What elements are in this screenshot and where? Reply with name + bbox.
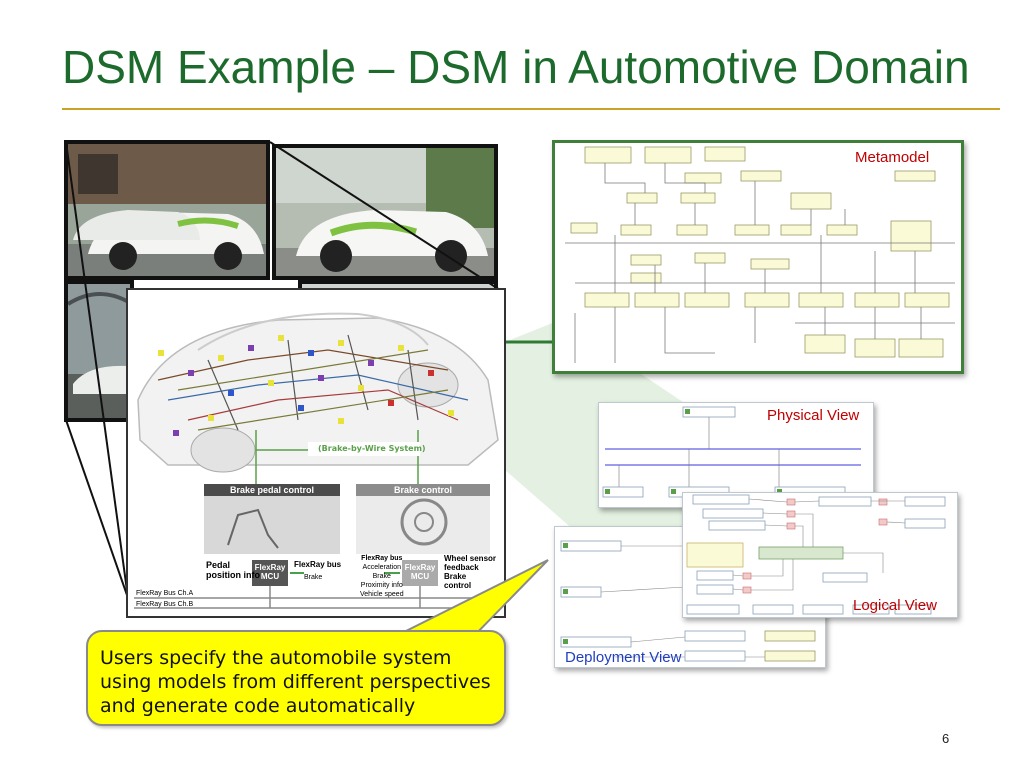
wheel-sensor-label: Wheel sensor feedback Brake control xyxy=(444,554,497,590)
logical-view-label: Logical View xyxy=(853,597,937,614)
deployment-view-graphic xyxy=(560,540,816,662)
title-underline xyxy=(62,108,1000,110)
car-diagram-graphic xyxy=(134,312,499,609)
brake-control-inputs: FlexRay bus Acceleration Brake Proximity… xyxy=(360,555,404,598)
brake-control-header: Brake control xyxy=(393,485,453,495)
page-number: 6 xyxy=(942,731,950,746)
slide-title: DSM Example – DSM in Automotive Domain xyxy=(62,41,970,93)
flexray-mcu-right: FlexRay MCU xyxy=(404,563,436,581)
callout-line-3: and generate code automatically xyxy=(100,695,416,717)
bus-a-label: FlexRay Bus Ch.A xyxy=(136,590,194,597)
metamodel-diagram: Metamodel xyxy=(552,140,964,374)
system-label: (Brake-by-Wire System) xyxy=(318,444,426,453)
physical-view-label: Physical View xyxy=(767,407,860,424)
logical-view-graphic xyxy=(686,494,946,615)
callout-line-1: Users specify the automobile system xyxy=(100,647,452,669)
bus-b-label: FlexRay Bus Ch.B xyxy=(136,601,194,608)
flexray-bus-left-label: FlexRay bus xyxy=(294,560,342,569)
car-photo-1 xyxy=(64,140,270,280)
metamodel-label: Metamodel xyxy=(855,149,930,166)
brake-left-label: Brake xyxy=(304,574,323,581)
callout-line-2: using models from different perspectives xyxy=(100,671,491,693)
pedal-position-label: Pedal position info xyxy=(206,560,260,580)
callout-box: Users specify the automobile system usin… xyxy=(86,630,506,726)
logical-view-diagram: Logical View xyxy=(682,492,958,618)
deployment-view-label: Deployment View xyxy=(565,649,682,666)
car-wiring-diagram: (Brake-by-Wire System) Brake pedal contr… xyxy=(126,288,506,618)
car-photo-3 xyxy=(64,280,134,422)
flexray-mcu-left: FlexRay MCU xyxy=(254,563,286,581)
car-photo-1-image xyxy=(68,144,266,276)
metamodel-graphic xyxy=(565,146,955,363)
brake-pedal-control-header: Brake pedal control xyxy=(229,485,315,495)
